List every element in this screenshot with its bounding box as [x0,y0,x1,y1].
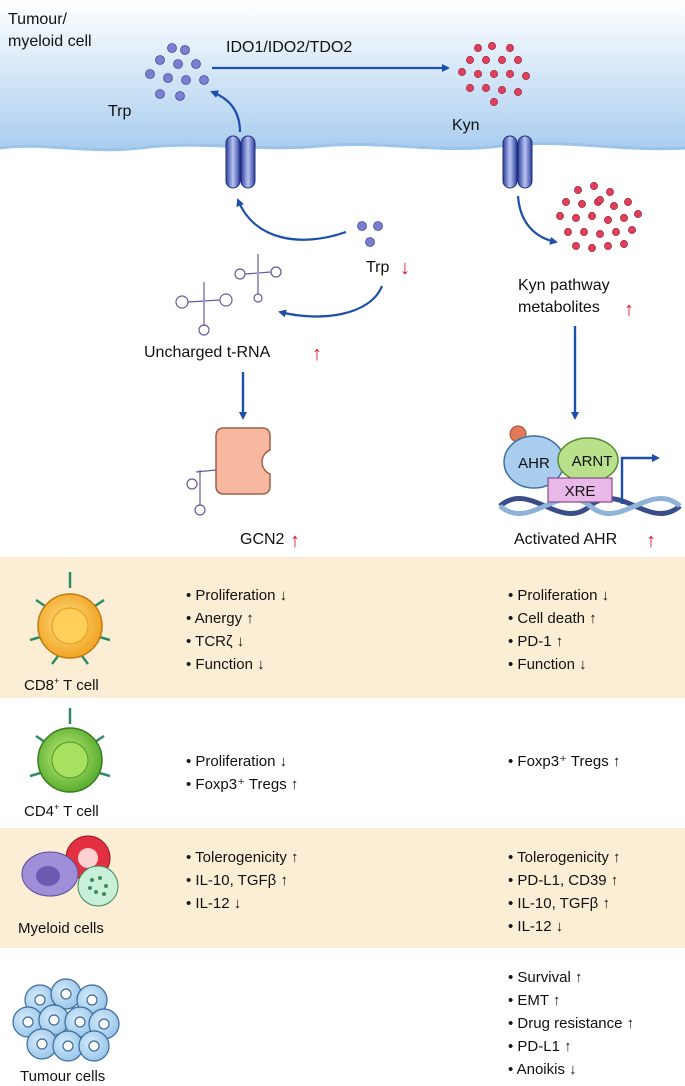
transporter-channel-left [225,135,256,189]
list-item: EMT ↑ [508,989,634,1012]
myeloid-cells-label: Myeloid cells [18,920,104,937]
trna-icon [175,254,282,336]
myeloid-label-main: Myeloid cells [18,920,104,937]
kyn-pathway-label-line1: Kyn pathway [518,277,610,294]
list-item: Function ↓ [508,653,609,676]
cd8-label-rest: T cell [59,677,99,694]
gcn2-protein [215,427,271,495]
myeloid-trp-depletion-effects: Tolerogenicity ↑ IL-10, TGFβ ↑ IL-12 ↓ [186,846,299,915]
gcn2-label: GCN2 [240,531,285,548]
gcn2-up-arrow: ↑ [290,530,300,552]
kyn-molecules [458,42,530,106]
cd4-t-cell-icon [29,708,111,793]
uncharged-trna-up-arrow: ↑ [312,343,322,365]
cd4-ahr-effects: Foxp3⁺ Tregs ↑ [508,750,620,773]
list-item: IL-12 ↓ [186,892,299,915]
kyn-pathway-up-arrow: ↑ [624,299,634,321]
cell-membrane [0,0,685,150]
trp-molecules [145,43,209,101]
cd4-label-rest: T cell [59,803,99,820]
kyn-label: Kyn [452,117,480,134]
myeloid-ahr-effects: Tolerogenicity ↑ PD-L1, CD39 ↑ IL-10, TG… [508,846,621,938]
list-item: Anergy ↑ [186,607,287,630]
list-item: PD-1 ↑ [508,630,609,653]
list-item: Survival ↑ [508,966,634,989]
cd4-trp-depletion-effects: Proliferation ↓ Foxp3⁺ Tregs ↑ [186,750,298,796]
tumour-cells-label: Tumour cells [20,1068,105,1085]
tumour-cells-icon [12,978,120,1062]
list-item: Cell death ↑ [508,607,609,630]
xre-element [547,477,613,503]
membrane-line [0,141,685,152]
trp-low-label: Trp [366,259,390,276]
cell-type-label-line1: Tumour/ [8,11,68,28]
dna-helix [498,496,682,516]
cd8-t-cell-icon [29,572,111,665]
arrow-trp-in-to-channel [236,198,347,241]
kyn-pathway-metabolite-molecules [556,182,642,252]
cd8-label-main: CD8 [24,677,55,694]
xre-label: XRE [565,483,596,500]
transcription-arrow [620,454,660,504]
gcn2-bound-trna-icon [186,469,217,516]
activated-ahr-label: Activated AHR [514,531,617,548]
cd4-label-main: CD4 [24,803,55,820]
list-item: Foxp3⁺ Tregs ↑ [508,750,620,773]
cd4-label-sup: + [54,802,60,812]
cd8-label-sup: + [54,676,60,686]
cd4-t-cell-label: CD4+ T cell [24,802,99,820]
list-item: PD-L1 ↑ [508,1035,634,1058]
cd8-ahr-effects: Proliferation ↓ Cell death ↑ PD-1 ↑ Func… [508,584,609,676]
list-item: Function ↓ [186,653,287,676]
list-item: Proliferation ↓ [186,584,287,607]
list-item: PD-L1, CD39 ↑ [508,869,621,892]
trp-intracellular-molecules [357,221,383,247]
enzymes-label: IDO1/IDO2/TDO2 [226,39,352,56]
list-item: Tolerogenicity ↑ [508,846,620,869]
arrow-channel-to-trp [210,90,242,133]
list-item: Foxp3⁺ Tregs ↑ [186,773,298,796]
list-item: Proliferation ↓ [508,584,609,607]
trp-label: Trp [108,103,132,120]
tumour-ahr-effects: Survival ↑ EMT ↑ Drug resistance ↑ PD-L1… [508,966,635,1081]
arrow-channel-to-kyn-metabolites [516,195,558,245]
cd8-trp-depletion-effects: Proliferation ↓ Anergy ↑ TCRζ ↓ Function… [186,584,288,676]
list-item: Anoikis ↓ [508,1058,634,1081]
trp-low-down-arrow: ↓ [400,257,410,279]
arnt-label: ARNT [572,453,613,470]
tumour-label-main: Tumour cells [20,1068,106,1085]
cell-type-label-line2: myeloid cell [8,33,92,50]
list-item: IL-10, TGFβ ↑ [508,892,621,915]
cd8-t-cell-label: CD8+ T cell [24,676,99,694]
arrow-trp-to-trna [278,285,384,318]
list-item: Tolerogenicity ↑ [186,846,298,869]
list-item: IL-10, TGFβ ↑ [186,869,299,892]
transporter-channel-right [502,135,533,189]
myeloid-cells-icon [21,835,119,907]
kyn-pathway-label-line2: metabolites [518,299,600,316]
ahr-label: AHR [518,455,550,472]
uncharged-trna-label: Uncharged t-RNA [144,344,271,361]
list-item: Proliferation ↓ [186,750,298,773]
activated-ahr-up-arrow: ↑ [646,530,656,552]
list-item: TCRζ ↓ [186,630,287,653]
list-item: IL-12 ↓ [508,915,621,938]
list-item: Drug resistance ↑ [508,1012,634,1035]
